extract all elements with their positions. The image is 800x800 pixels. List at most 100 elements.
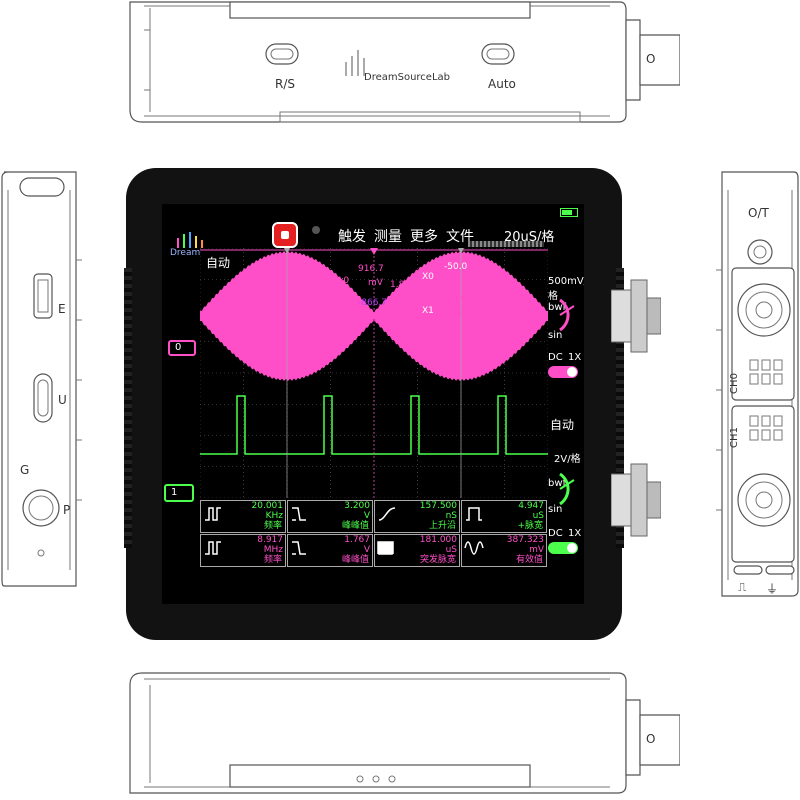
memory-depth-bar	[468, 241, 544, 247]
brand-logo-icon	[177, 232, 203, 248]
measurement-value: 20.001	[251, 501, 284, 511]
right-ch0-label: CH0	[728, 373, 740, 394]
cursor-t1-value: -50.0	[444, 262, 468, 272]
right-ground-icon: ⏚	[766, 582, 779, 596]
measurement-value: 387.323	[506, 535, 544, 545]
stop-icon	[281, 231, 289, 239]
trigger-mode-right-label: 自动	[550, 418, 575, 432]
measurement-value: 157.500	[419, 501, 457, 511]
ch0-scale-knob-icon[interactable]	[556, 294, 584, 336]
right-view-drawing	[716, 171, 799, 597]
cursor-x0-label: X0	[422, 272, 434, 282]
ch0-level-marker[interactable]: 0	[168, 340, 196, 356]
cursor-dt-value: 10.0	[472, 280, 493, 290]
cursor-x1-label: X1	[422, 306, 434, 316]
measurement-unit: nS	[445, 511, 457, 521]
measurement-value: 8.917	[257, 535, 283, 545]
measurement-name: 有效值	[515, 555, 543, 565]
rise-icon	[378, 507, 396, 521]
trigger-mode-label: 自动	[206, 256, 231, 270]
cursor-y0-label: y0	[338, 276, 350, 286]
trigger-indicator-icon	[312, 226, 320, 234]
ch1-marker-label: 1	[171, 487, 178, 498]
menu-file[interactable]: 文件	[446, 229, 474, 245]
cursor-y1-label: y1	[338, 308, 350, 318]
bottom-port-label: O	[646, 732, 656, 746]
measurement-name: 峰峰值	[341, 521, 369, 531]
ch0-scale-label[interactable]: 500mV/格	[548, 276, 584, 302]
ch1-level-marker[interactable]: 1	[164, 484, 194, 502]
ch0-bwf-label: bwf	[548, 302, 567, 313]
cursor-v2-value: -866.7	[358, 298, 388, 308]
burst-icon	[377, 541, 394, 555]
ch1-scale-label[interactable]: 2V/格	[554, 454, 581, 465]
cursor-t2-unit: uS	[450, 308, 462, 318]
trigger-position-marker	[370, 248, 378, 255]
measurement-name: 突发脉宽	[419, 555, 456, 565]
rms-icon	[464, 541, 484, 555]
measurement-unit: uS	[532, 511, 544, 521]
ch1-enable-toggle[interactable]	[548, 542, 578, 554]
oscilloscope-device: DreamSourceLab 触发 测量 更多 文件 20uS/格	[124, 168, 661, 640]
left-g-label: G	[20, 463, 30, 477]
cursor-dv-value: 1.8	[390, 280, 405, 290]
ch1-probe-label: 1X	[568, 528, 582, 539]
cursor-v1-value: 916.7	[358, 264, 384, 274]
ch0-probe-label: 1X	[568, 352, 582, 363]
menu-more[interactable]: 更多	[410, 229, 438, 245]
ch0-enable-toggle[interactable]	[548, 366, 578, 378]
vpp-icon	[292, 507, 306, 521]
measurement-unit: KHz	[265, 511, 283, 521]
bnc-connector-ch1	[611, 463, 661, 537]
measurement-name: +脉宽	[517, 521, 543, 531]
menu-trigger[interactable]: 触发	[338, 229, 366, 245]
oscilloscope-screen: DreamSourceLab 触发 测量 更多 文件 20uS/格	[162, 204, 584, 604]
bnc-connector-ch0	[611, 279, 661, 353]
measurement-unit: V	[363, 545, 370, 555]
freq-icon	[205, 507, 221, 521]
left-p-label: P	[63, 503, 71, 517]
left-e-label: E	[58, 302, 66, 316]
cursor-dv-unit: V	[392, 294, 399, 304]
measurement-unit: MHz	[263, 545, 283, 555]
measurement-value: 4.947	[518, 501, 544, 511]
ch1-sin-label: sin	[548, 504, 563, 515]
cursor-v1-unit: mV	[368, 278, 383, 288]
measurement-value: 181.000	[419, 535, 457, 545]
cursor-t2-value: 50.0	[446, 294, 467, 304]
ch1-coupling-label: DC	[548, 528, 563, 539]
measurement-name: 上升沿	[428, 521, 456, 531]
ch0-sin-label: sin	[548, 330, 563, 341]
device-grip-right	[616, 268, 624, 548]
top-view-drawing	[129, 1, 680, 123]
measurement-value: 3.200	[344, 501, 370, 511]
measurement-name: 峰峰值	[341, 555, 369, 565]
right-pulse-icon: ⎍	[738, 580, 747, 594]
bottom-view-drawing	[129, 672, 680, 794]
ch0-coupling-label: DC	[548, 352, 563, 363]
ch1-scale-knob-icon[interactable]	[556, 468, 584, 510]
measurement-name: 频率	[263, 521, 282, 531]
measurement-value: 1.767	[344, 535, 370, 545]
cursor-dt-unit: KHz	[472, 294, 490, 304]
freq-icon	[205, 541, 221, 555]
ch1-waveform	[200, 395, 548, 455]
battery-icon	[560, 208, 578, 217]
measurement-unit: V	[363, 511, 370, 521]
cursor-v2-unit: mV	[368, 314, 383, 324]
measurement-name: 频率	[263, 555, 282, 565]
cursor-t1-unit: uS	[448, 280, 460, 290]
cursor-x0-marker	[284, 248, 290, 254]
menu-measure[interactable]: 测量	[374, 229, 402, 245]
waveform-display[interactable]	[200, 248, 548, 498]
run-stop-button[interactable]	[272, 222, 298, 248]
top-auto-label: Auto	[488, 77, 516, 91]
